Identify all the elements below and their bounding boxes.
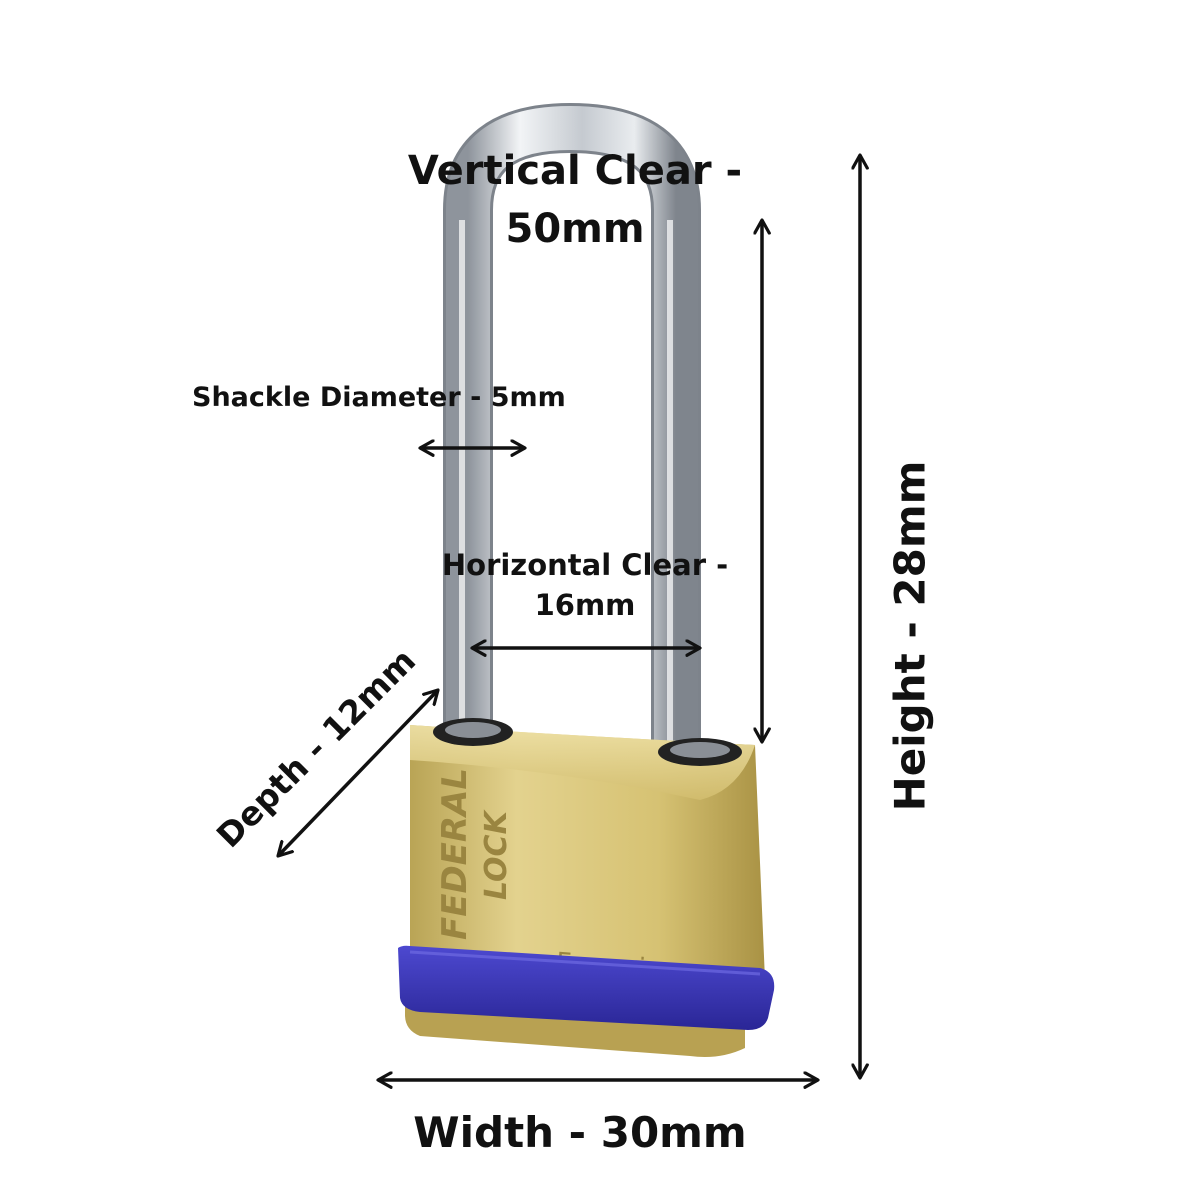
horizontal-clear-label: Horizontal Clear - 16mm bbox=[430, 545, 740, 625]
vertical-clear-label: Vertical Clear - 50mm bbox=[390, 142, 760, 258]
depth-arrow bbox=[278, 690, 438, 856]
horizontal-clear-line2: 16mm bbox=[534, 588, 636, 622]
width-label: Width - 30mm bbox=[413, 1108, 747, 1157]
dimension-arrows bbox=[278, 155, 860, 1080]
height-label: Height - 28mm bbox=[885, 460, 935, 812]
brand-text-lock: LOCK bbox=[479, 808, 514, 900]
brand-text-federal: FEDERAL bbox=[435, 768, 475, 940]
vertical-clear-line2: 50mm bbox=[505, 206, 645, 252]
horizontal-clear-line1: Horizontal Clear - bbox=[441, 548, 729, 582]
shackle-diameter-label: Shackle Diameter - 5mm bbox=[192, 382, 566, 413]
padlock-body bbox=[405, 718, 765, 1057]
shackle bbox=[443, 102, 701, 760]
vertical-clear-line1: Vertical Clear - bbox=[407, 148, 743, 194]
blue-bumper bbox=[398, 945, 775, 1030]
